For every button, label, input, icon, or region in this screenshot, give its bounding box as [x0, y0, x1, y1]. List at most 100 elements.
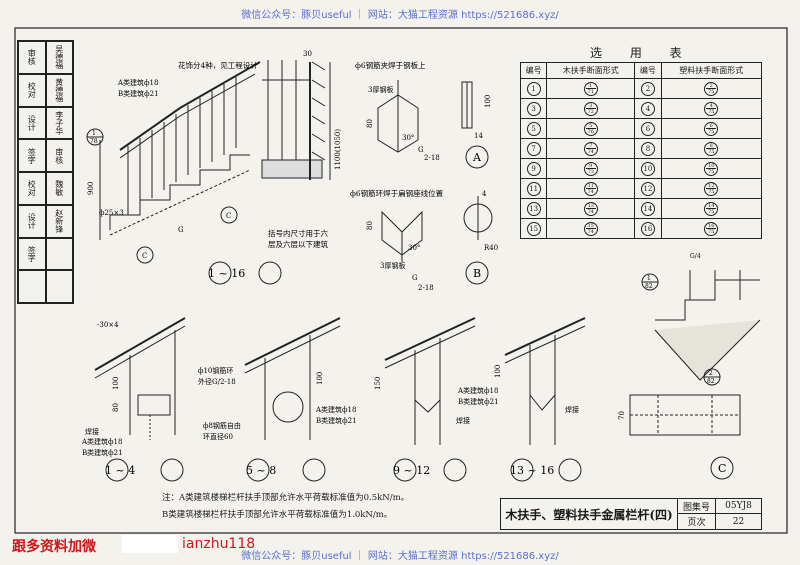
- sidebar-cell: [18, 270, 46, 303]
- grade-a-label: A类建筑ф18: [117, 78, 158, 87]
- ring-note-2: 外径G/2-18: [198, 377, 236, 386]
- flat-steel: -30×4: [97, 321, 119, 329]
- sidebar-cell: 设计: [18, 106, 46, 140]
- d14-grade-b: B类建筑ф21: [82, 448, 123, 457]
- sidebar-cell: 校对: [18, 73, 46, 107]
- sidebar-cell: 黄德福: [45, 73, 73, 107]
- d14-dim-80: 80: [112, 403, 120, 412]
- sidebar-cell: [45, 270, 73, 303]
- detail-c-drawing: [629, 270, 761, 436]
- a-dim-80: 80: [366, 119, 374, 128]
- a-angle: 30°: [402, 134, 414, 142]
- spacing-label: ф25×3: [99, 209, 124, 217]
- sidebar-cell: 赵新锋: [45, 204, 73, 238]
- detail-1-4-label: 1 ~ 4: [105, 464, 135, 477]
- d1316-weld: 焊接: [565, 405, 579, 414]
- detail-c-label: C: [718, 462, 726, 475]
- d912-dim-150: 150: [374, 377, 382, 390]
- g-label: G: [178, 226, 184, 234]
- b-g: G: [412, 274, 418, 282]
- atlas-value: 05YJ8: [716, 499, 761, 514]
- number-circle: 10: [640, 161, 655, 176]
- sidebar-cell: 校对: [18, 172, 46, 205]
- c-ref2-top: 2: [709, 370, 713, 377]
- col-header: 木扶手断面形式: [546, 62, 636, 79]
- sidebar-cell: 李子华: [45, 106, 73, 140]
- sidebar-cell: 签字: [18, 237, 46, 271]
- detail-1-16-label: 1 ~ 16: [208, 267, 245, 280]
- d14-grade-a: A类建筑ф18: [81, 437, 122, 446]
- number-circle: 5: [526, 121, 541, 136]
- bracket-note-2: 层及六层以下建筑: [268, 239, 328, 249]
- b-r40: R40: [484, 244, 498, 252]
- detail-5-8-label: 5 ~ 8: [246, 464, 276, 477]
- number-circle: 8: [640, 141, 655, 156]
- d912-grade-a: A类建筑ф18: [457, 386, 498, 395]
- number-circle: 3: [526, 101, 541, 116]
- b-dim-80: 80: [366, 221, 374, 230]
- number-circle: 13: [526, 201, 541, 216]
- section-c-ref: C: [226, 212, 231, 220]
- a-rebar-note: ф6钢筋夹焊于钢板上: [355, 60, 426, 70]
- approval-sidebar: 审核 吴德福 校对 黄德福 设计 李子华 签字 审核 校对 魏敏 设计 赵新锋 …: [17, 40, 74, 304]
- atlas-label: 图集号: [678, 499, 716, 514]
- promo-right: ianzhu118: [182, 536, 256, 552]
- drawing-title: 木扶手、塑料扶手金属栏杆(四): [501, 499, 678, 529]
- c-ref1-top: 1: [647, 275, 651, 282]
- a-g: G: [418, 146, 424, 154]
- dim-30: 30: [303, 50, 312, 58]
- dim-900: 900: [87, 182, 95, 195]
- number-circle: 7: [526, 141, 541, 156]
- promo-left: 跟多资料加微: [12, 539, 96, 555]
- c-ref1-bot: 82: [645, 283, 653, 290]
- detail-label-1-16: [208, 261, 282, 285]
- c-dim-70: 70: [618, 411, 626, 420]
- detail-9-12-label: 9 ~ 12: [393, 464, 430, 477]
- a-dim-100: 100: [484, 95, 492, 108]
- top-watermark: 微信公众号：豚贝useful ｜ 网站：大猫工程资源 https://52168…: [241, 10, 559, 21]
- page-label: 页次: [678, 514, 716, 529]
- b-dim-4: 4: [482, 190, 487, 198]
- a-frac: 2-18: [424, 154, 440, 162]
- number-circle: 12: [640, 181, 655, 196]
- col-header: 编号: [519, 62, 548, 79]
- bracket-note-1: 括号内尺寸用于六: [268, 228, 328, 238]
- note-line-1: 注：A类建筑楼梯栏杆扶手顶部允许水平荷载标准值为0.5kN/m。: [162, 493, 410, 503]
- number-circle: 2: [640, 81, 655, 96]
- sidebar-cell: 设计: [18, 204, 46, 238]
- page-value: 22: [732, 516, 745, 527]
- b-rebar-note: ф6钢筋环焊于扁钢座线位置: [350, 188, 444, 198]
- number-circle: 4: [640, 101, 655, 116]
- detail-9-12-drawing: [384, 317, 476, 445]
- d912-weld: 焊接: [456, 416, 470, 425]
- a-plate: 3厚钢板: [368, 85, 393, 94]
- sidebar-cell: 审核: [18, 41, 46, 74]
- selection-table-title: 选 用 表: [590, 46, 694, 60]
- notes: 注：A类建筑楼梯栏杆扶手顶部允许水平荷载标准值为0.5kN/m。 B类建筑楼梯栏…: [162, 490, 409, 524]
- detail-b-drawing: [381, 196, 493, 262]
- d14-weld: 焊接: [85, 427, 99, 436]
- d58-grade-a: A类建筑ф18: [315, 405, 356, 414]
- number-circle: 14: [640, 201, 655, 216]
- a-dim-14: 14: [474, 132, 483, 140]
- dim-1100: 1100(1050): [334, 129, 342, 170]
- detail-a-label: A: [472, 151, 482, 164]
- col-header: 塑料扶手断面形式: [660, 62, 763, 79]
- c-g4: G/4: [690, 253, 701, 260]
- number-circle: 9: [526, 161, 541, 176]
- number-circle: 6: [640, 121, 655, 136]
- ref-top: 1: [92, 130, 96, 137]
